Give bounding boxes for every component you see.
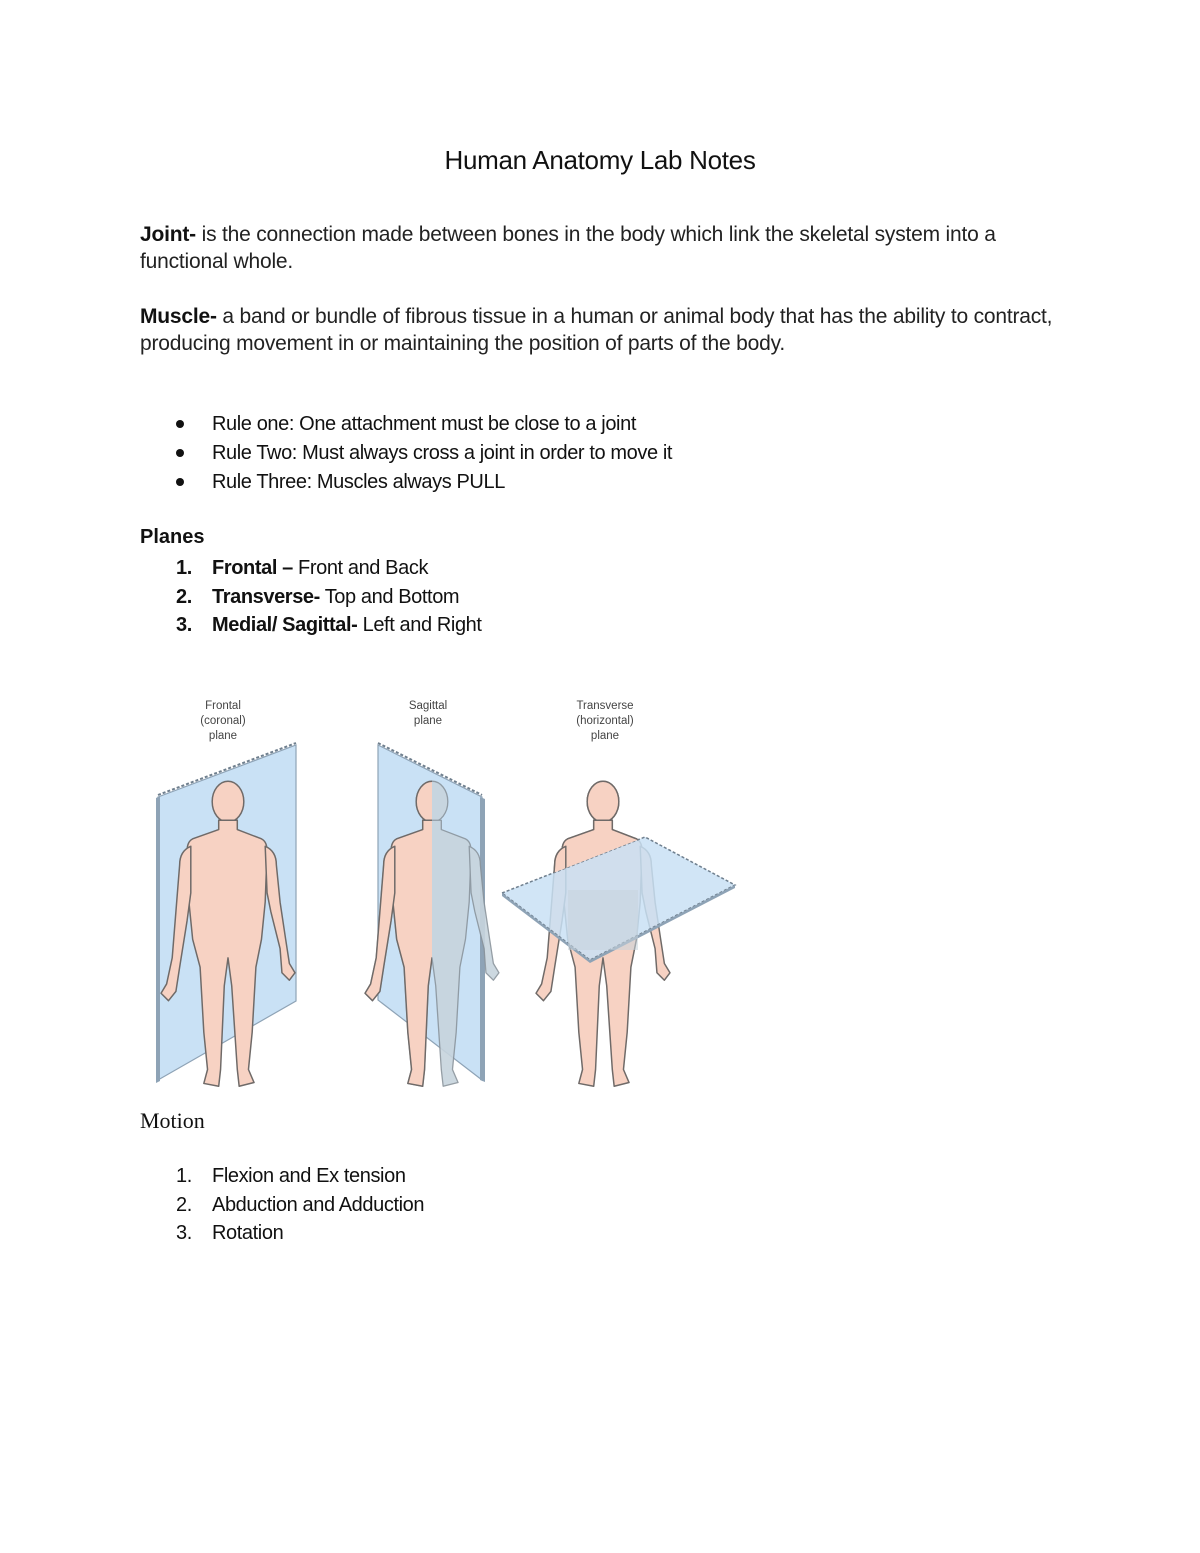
list-number: 2. bbox=[176, 585, 192, 608]
list-number: 1. bbox=[176, 1165, 192, 1187]
list-item: 3. Medial/ Sagittal- Left and Right bbox=[140, 611, 482, 640]
list-item: 2. Abduction and Adduction bbox=[140, 1191, 424, 1220]
list-number: 3. bbox=[176, 1222, 192, 1244]
planes-list: 1. Frontal – Front and Back 2. Transvers… bbox=[140, 554, 482, 640]
anatomical-planes-figure: Frontal (coronal) plane Sagittal plane T… bbox=[150, 695, 750, 1090]
list-item: 1. Frontal – Front and Back bbox=[140, 554, 482, 583]
muscle-rules-list: Rule one: One attachment must be close t… bbox=[140, 410, 672, 497]
plane-desc: Front and Back bbox=[292, 557, 429, 579]
bullet-icon bbox=[176, 420, 184, 428]
list-item: Rule one: One attachment must be close t… bbox=[140, 410, 672, 439]
motion-text: Rotation bbox=[212, 1222, 284, 1244]
list-item: 2. Transverse- Top and Bottom bbox=[140, 583, 482, 612]
list-number: 3. bbox=[176, 614, 192, 636]
rule-text: Rule Two: Must always cross a joint in o… bbox=[212, 442, 673, 464]
definition-joint: Joint- is the connection made between bo… bbox=[140, 221, 1060, 275]
transverse-plane-illustration bbox=[500, 780, 737, 1087]
motion-text: Abduction and Adduction bbox=[212, 1193, 425, 1216]
definition-term: Joint- bbox=[140, 223, 196, 246]
list-item: 1. Flexion and Ex tension bbox=[140, 1162, 424, 1191]
planes-illustration bbox=[156, 742, 737, 1087]
plane-term: Transverse- bbox=[212, 585, 320, 608]
bullet-icon bbox=[176, 449, 184, 457]
plane-desc: Left and Right bbox=[357, 614, 482, 636]
sagittal-plane-illustration bbox=[364, 742, 500, 1087]
rule-text: Rule one: One attachment must be close t… bbox=[212, 413, 636, 435]
list-number: 1. bbox=[176, 557, 192, 579]
transverse-plane-label: Transverse (horizontal) plane bbox=[576, 700, 634, 742]
plane-term: Medial/ Sagittal- bbox=[212, 614, 358, 636]
motion-heading: Motion bbox=[140, 1108, 205, 1133]
page-title: Human Anatomy Lab Notes bbox=[444, 145, 756, 175]
list-item: Rule Two: Must always cross a joint in o… bbox=[140, 439, 672, 468]
motion-text: Flexion and Ex tension bbox=[212, 1165, 406, 1187]
bullet-icon bbox=[176, 478, 184, 486]
rule-text: Rule Three: Muscles always PULL bbox=[212, 471, 505, 493]
list-number: 2. bbox=[176, 1193, 192, 1216]
list-item: Rule Three: Muscles always PULL bbox=[140, 468, 672, 497]
definition-text: a band or bundle of fibrous tissue in a … bbox=[140, 305, 1053, 355]
frontal-plane-illustration bbox=[156, 742, 297, 1087]
motion-list: 1. Flexion and Ex tension 2. Abduction a… bbox=[140, 1162, 424, 1248]
definition-muscle: Muscle- a band or bundle of fibrous tiss… bbox=[140, 303, 1060, 357]
list-item: 3. Rotation bbox=[140, 1219, 424, 1248]
plane-desc: Top and Bottom bbox=[319, 585, 460, 608]
sagittal-plane-label: Sagittal plane bbox=[408, 700, 448, 727]
planes-heading: Planes bbox=[140, 526, 205, 548]
plane-term: Frontal – bbox=[212, 557, 293, 579]
definition-term: Muscle- bbox=[140, 305, 217, 328]
frontal-plane-label: Frontal (coronal) plane bbox=[200, 700, 246, 742]
definition-text: is the connection made between bones in … bbox=[140, 223, 996, 273]
